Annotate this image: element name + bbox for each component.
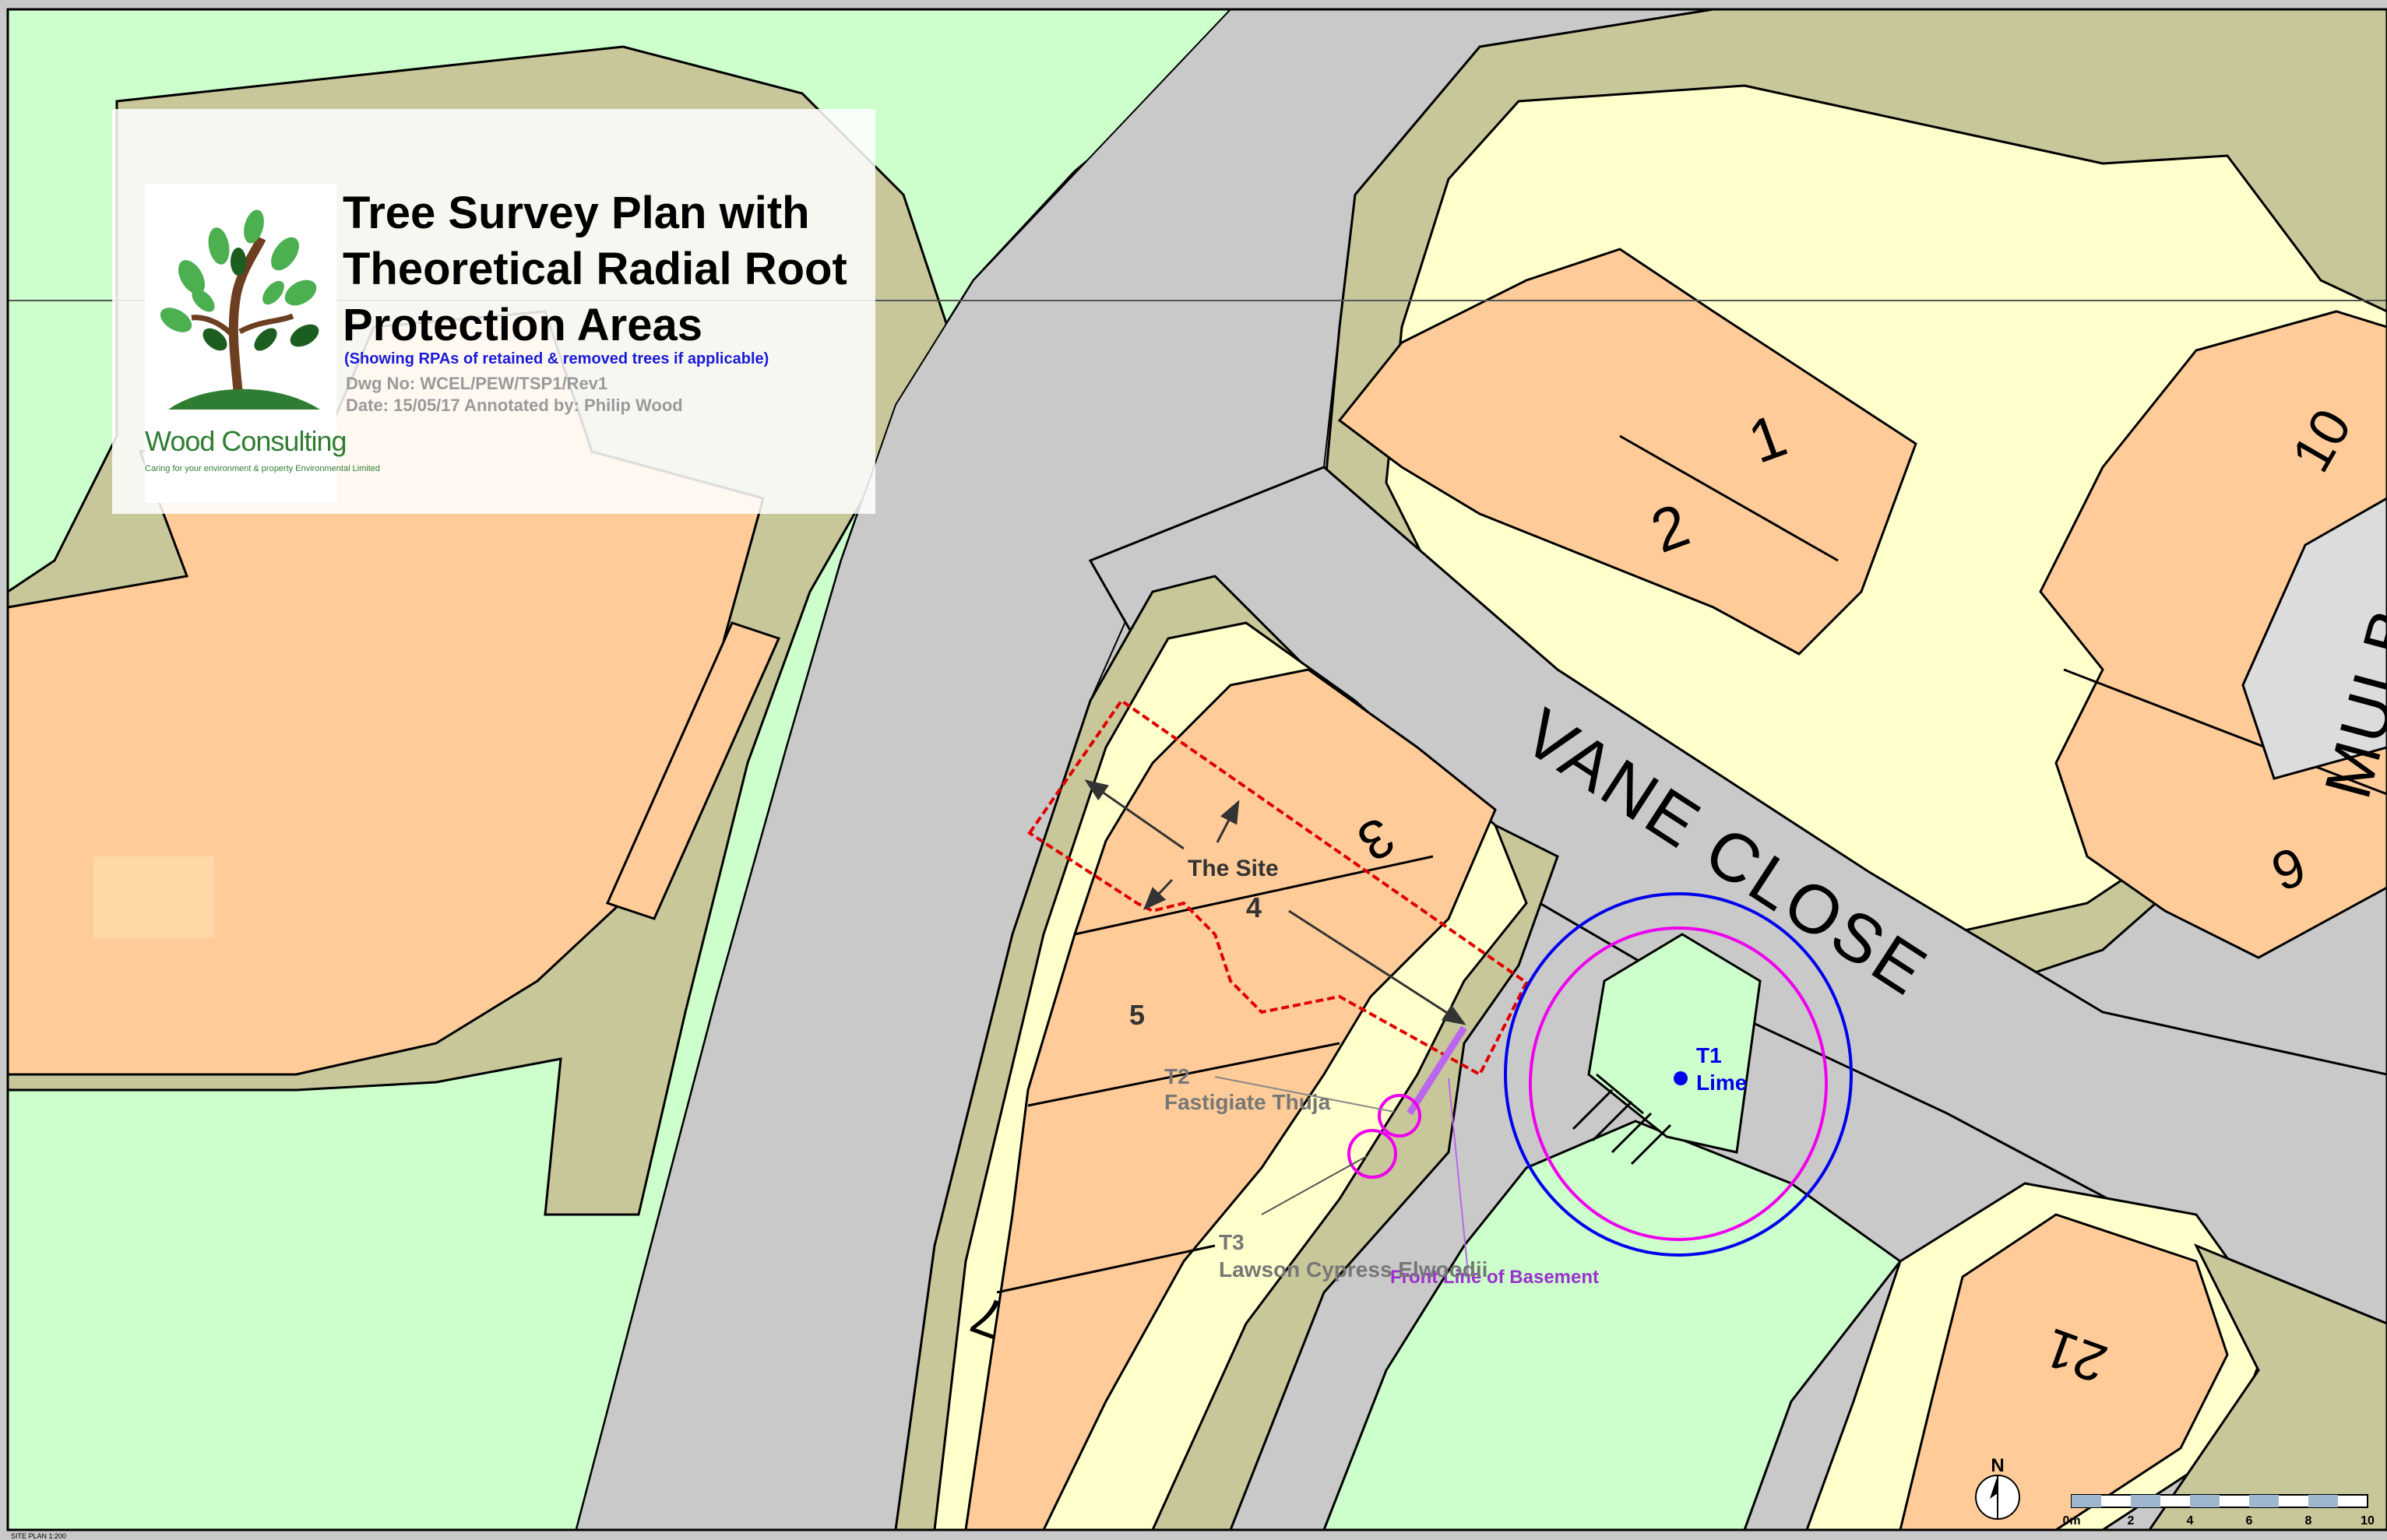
rpa-t1-outer bbox=[1504, 892, 1853, 1257]
party-wall-south-1 bbox=[1074, 855, 1434, 936]
scale-label-4: 4 bbox=[2187, 1514, 2194, 1528]
scale-label-8: 8 bbox=[2305, 1514, 2312, 1528]
scale-label-6: 6 bbox=[2246, 1514, 2253, 1528]
basement-leader bbox=[1448, 1078, 1469, 1274]
scale-label-10: 10 bbox=[2361, 1514, 2375, 1528]
parking-bays bbox=[1572, 1073, 1672, 1166]
north-label: N bbox=[1991, 1455, 2004, 1476]
green-area-se bbox=[1322, 1120, 1903, 1531]
basement-front-line bbox=[1406, 1025, 1467, 1116]
building-strip bbox=[605, 621, 781, 920]
building-mulberry bbox=[2241, 497, 2387, 780]
rpa-t2 bbox=[1378, 1094, 1421, 1137]
logo-tagline: Caring for your environment & property E… bbox=[145, 464, 381, 473]
logo-company-name: Wood Consulting bbox=[145, 425, 347, 457]
party-wall-9-10 bbox=[2063, 668, 2387, 796]
footer-note: SITE PLAN 1:200 bbox=[11, 1532, 67, 1540]
basement-label: Front Line of Basement bbox=[1390, 1267, 1599, 1288]
small-marker bbox=[93, 856, 214, 938]
tree-logo-icon bbox=[160, 209, 320, 410]
plan-title: Tree Survey Plan with Theoretical Radial… bbox=[343, 188, 847, 350]
house-number-4: 4 bbox=[1246, 891, 1262, 923]
building-houses-9-10 bbox=[2039, 310, 2387, 959]
building-house-21-core bbox=[1899, 1213, 2229, 1531]
site-label: The Site bbox=[1188, 856, 1279, 881]
tree-t1-id: T1 bbox=[1696, 1043, 1722, 1067]
scale-label-0: 0m bbox=[2062, 1514, 2080, 1528]
rpa-t3 bbox=[1347, 1129, 1397, 1179]
title-block: Wood Consulting Caring for your environm… bbox=[112, 109, 875, 514]
leader-t3 bbox=[1261, 1155, 1368, 1215]
tree-t2-id: T2 bbox=[1164, 1064, 1190, 1088]
date-annotator: Date: 15/05/17 Annotated by: Philip Wood bbox=[346, 396, 683, 415]
company-logo: Wood Consulting Caring for your environm… bbox=[145, 184, 381, 503]
map-frame bbox=[6, 8, 2387, 1531]
tree-t1-point bbox=[1674, 1071, 1688, 1085]
drawing-number: Dwg No: WCEL/PEW/TSP1/Rev1 bbox=[346, 374, 608, 393]
scale-label-2: 2 bbox=[2128, 1514, 2135, 1528]
building-houses-south bbox=[964, 668, 1497, 1531]
site-arrows bbox=[1084, 779, 1466, 1025]
tree-t1-species: Lime bbox=[1696, 1071, 1747, 1095]
rpa-t1-inner bbox=[1529, 926, 1828, 1241]
party-wall-south-3 bbox=[996, 1244, 1216, 1294]
plan-subtitle: (Showing RPAs of retained & removed tree… bbox=[344, 350, 769, 367]
party-wall-1-2 bbox=[1619, 434, 1839, 562]
leader-t2 bbox=[1214, 1076, 1395, 1113]
party-wall-south-2 bbox=[1027, 1042, 1340, 1107]
tree-t3-id: T3 bbox=[1219, 1230, 1245, 1254]
tree-t2-species: Fastigiate Thuja bbox=[1164, 1090, 1331, 1114]
house-number-5: 5 bbox=[1129, 999, 1145, 1031]
north-arrow: N bbox=[1975, 1455, 2020, 1520]
scale-bar: 0m 2 4 6 8 10 bbox=[2062, 1494, 2375, 1528]
building-houses-1-2 bbox=[1337, 248, 1917, 656]
tree-t3-species: Lawson Cypress Elwoodii bbox=[1219, 1257, 1487, 1282]
green-area-t1 bbox=[1587, 933, 1762, 1154]
